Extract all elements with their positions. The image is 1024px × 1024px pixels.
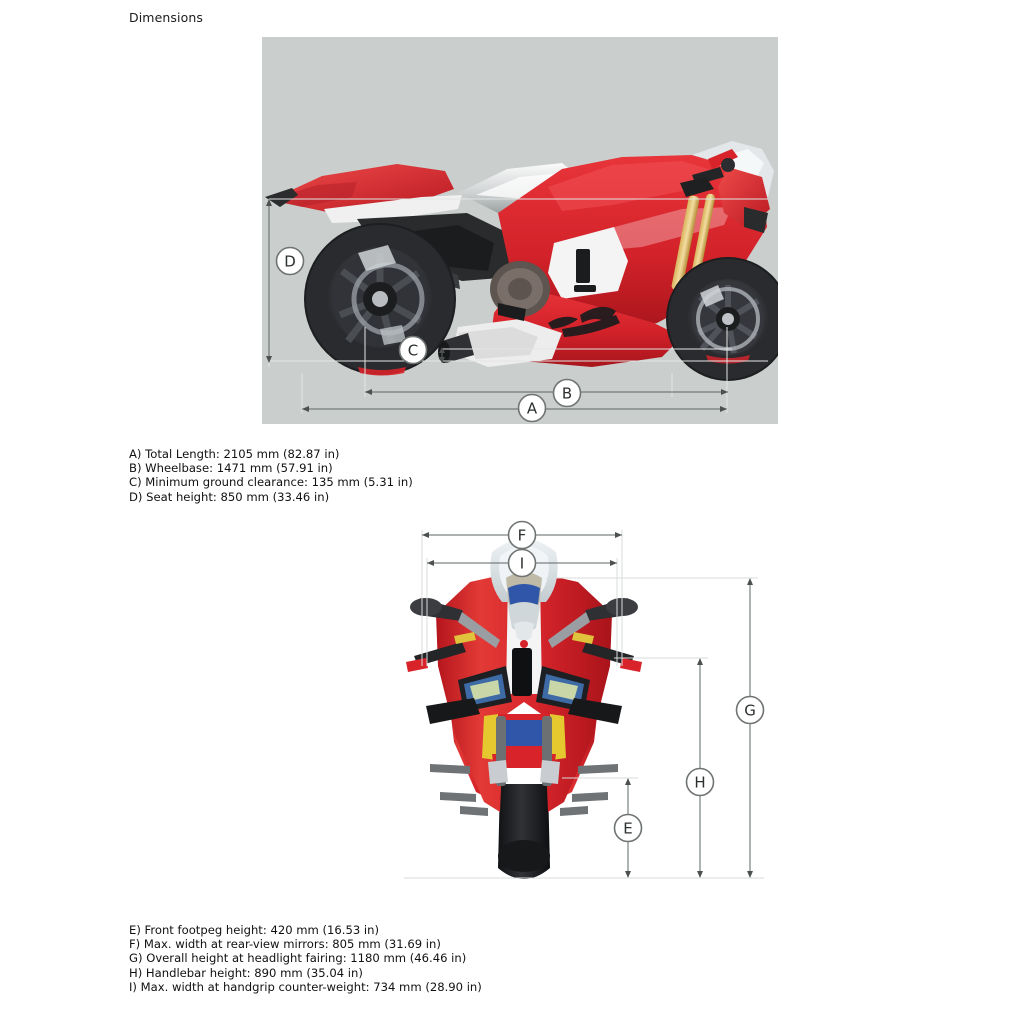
callout-i-label: I	[520, 555, 524, 573]
dimension-item-e: E) Front footpeg height: 420 mm (16.53 i…	[129, 923, 380, 937]
callout-e-label: E	[623, 820, 632, 838]
page-title: Dimensions	[129, 10, 203, 25]
dimension-item-h: H) Handlebar height: 890 mm (35.04 in)	[129, 965, 363, 980]
callout-a: A	[517, 393, 547, 423]
dimension-item-a: A) Total Length: 2105 mm (82.87 in)	[129, 447, 340, 461]
mirror-right	[548, 598, 638, 648]
callout-h-label: H	[694, 774, 705, 792]
dimension-list-side-view: A) Total Length: 2105 mm (82.87 in) B) W…	[129, 447, 413, 504]
side-view-motorcycle-art	[265, 141, 778, 381]
motorcycle-side-view-figure: D C B A	[262, 37, 778, 424]
side-view-callout-circles: D C B A	[275, 246, 582, 423]
front-view-callout-circles: F I G H E	[507, 520, 765, 843]
ducati-corse-logo	[548, 306, 620, 337]
callout-f: F	[507, 520, 537, 550]
front-view-dimension-lines	[404, 530, 764, 879]
callout-c-label: C	[408, 342, 418, 360]
dimension-item-d: D) Seat height: 850 mm (33.46 in)	[129, 489, 330, 504]
callout-g: G	[735, 695, 765, 725]
callout-g-label: G	[744, 702, 756, 720]
callout-f-label: F	[518, 527, 527, 545]
callout-e: E	[613, 813, 643, 843]
callout-a-label: A	[527, 400, 538, 418]
callout-d-label: D	[284, 253, 296, 271]
callout-b: B	[552, 378, 582, 408]
dimension-item-c: C) Minimum ground clearance: 135 mm (5.3…	[129, 475, 413, 490]
callout-h: H	[685, 767, 715, 797]
side-view-arrowheads	[266, 199, 728, 412]
mirror-left	[410, 598, 500, 648]
dimension-item-f: F) Max. width at rear-view mirrors: 805 …	[129, 937, 441, 952]
dimension-item-b: B) Wheelbase: 1471 mm (57.91 in)	[129, 461, 333, 476]
callout-d: D	[275, 246, 305, 276]
callout-b-label: B	[562, 385, 572, 403]
dimension-item-i: I) Max. width at handgrip counter-weight…	[129, 979, 482, 994]
dimension-list-front-view: E) Front footpeg height: 420 mm (16.53 i…	[129, 923, 482, 994]
side-view-illustration: D C B A	[265, 141, 778, 423]
front-view-illustration: F I G H E	[404, 520, 765, 879]
callout-c: C	[398, 335, 428, 365]
dimension-item-g: G) Overall height at headlight fairing: …	[129, 951, 467, 966]
rear-wheel	[304, 223, 456, 376]
motorcycle-front-view-figure: F I G H E	[396, 516, 786, 906]
front-view-motorcycle-art	[406, 539, 642, 879]
callout-i: I	[507, 548, 537, 578]
front-view-arrowheads	[422, 532, 753, 878]
side-view-dimension-lines	[268, 198, 768, 413]
